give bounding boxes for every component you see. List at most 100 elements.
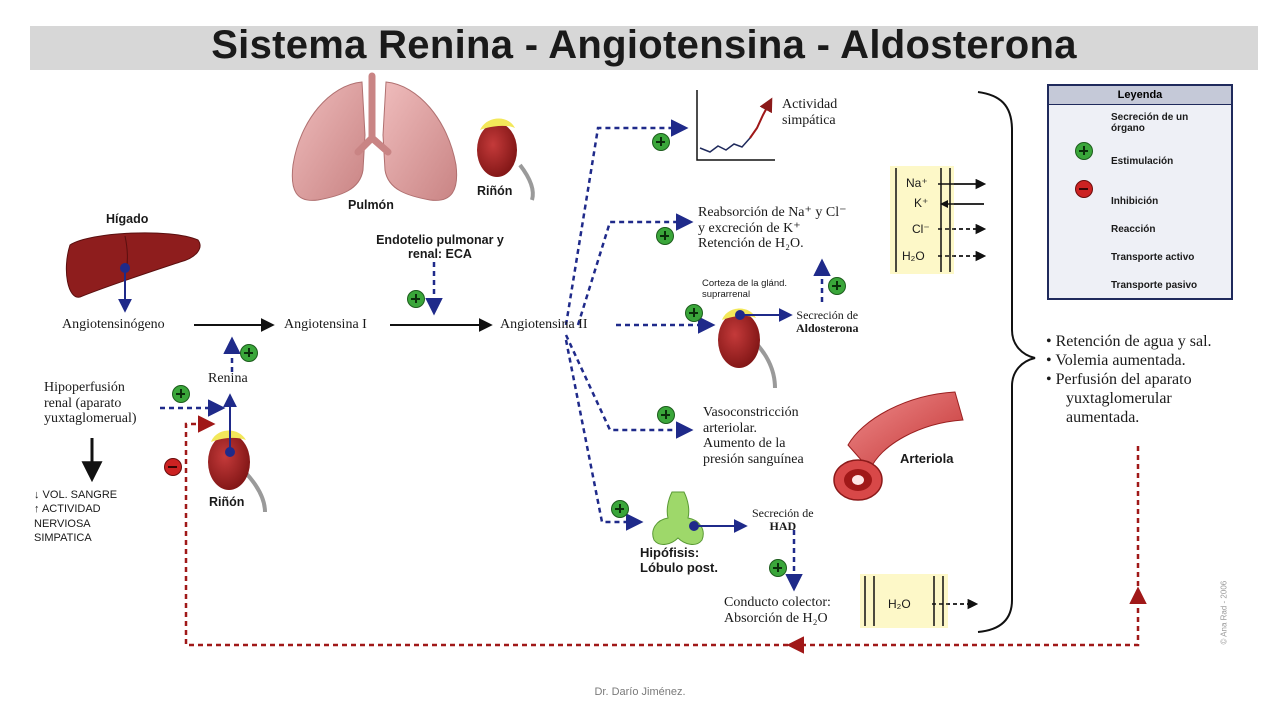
had-line-1: Secreción de	[752, 506, 814, 520]
sympathetic-line-2: simpática	[782, 112, 836, 128]
adrenal-cortex-line-1: Corteza de la glánd.	[702, 278, 788, 289]
aldosterone-secretion-label: Secreción de Aldosterona	[796, 308, 859, 336]
effect-item-continued: yuxtaglomerular	[1046, 390, 1212, 409]
liver-icon	[65, 232, 201, 298]
inhibition-icon	[164, 458, 182, 476]
blood-volume-note: ↓ VOL. SANGRE ↑ ACTIVIDAD NERVIOSA SIMPA…	[34, 488, 117, 545]
collecting-duct-label: Conducto colector: Absorción de H₂O	[724, 595, 831, 626]
stimulation-icon	[652, 133, 670, 151]
adrenal-cortex-label: Corteza de la glánd. suprarrenal	[702, 278, 788, 300]
title-bar: Sistema Renina - Angiotensina - Aldoster…	[30, 23, 1258, 70]
angiotensinogen-label: Angiotensinógeno	[62, 317, 165, 332]
ion-k: K⁺	[914, 196, 929, 210]
endothelium-line-1: Endotelio pulmonar y	[376, 233, 504, 247]
legend-box: Leyenda Secreción de un órgano Estimulac…	[1047, 84, 1233, 300]
footer-author: Dr. Darío Jiménez.	[594, 686, 686, 698]
ion-na: Na⁺	[906, 176, 928, 190]
angiotensin-1-label: Angiotensina I	[284, 317, 367, 332]
stimulation-icon	[407, 290, 425, 308]
sympathetic-chart-icon	[696, 90, 775, 161]
legend-item-active-transport: Transporte activo	[1111, 252, 1195, 263]
ion-h2o: H₂O	[902, 249, 925, 263]
angiotensin-2-label: Angiotensina II	[500, 317, 588, 332]
ion-cl: Cl⁻	[912, 222, 930, 236]
legend-title: Leyenda	[1049, 86, 1231, 105]
effect-item: • Volemia aumentada.	[1046, 351, 1186, 369]
pituitary-line-1: Hipófisis:	[640, 545, 700, 560]
effect-item: • Perfusión del aparato	[1046, 370, 1192, 388]
adrenal-cortex-line-2: suprarrenal	[702, 288, 751, 300]
endothelium-line-2: renal: ECA	[408, 247, 472, 261]
stimulation-icon	[240, 344, 258, 362]
kidney-top-icon	[477, 118, 535, 201]
hypoperfusion-line-1: Hipoperfusión	[44, 380, 125, 395]
renin-label: Renina	[208, 371, 248, 386]
aldosterone-line-2: Aldosterona	[796, 321, 859, 336]
lung-label: Pulmón	[348, 198, 394, 212]
copyright: © Ana Rad - 2006	[1214, 520, 1234, 650]
effect-item-text: Perfusión del aparato	[1055, 370, 1192, 388]
effect-item-text: yuxtaglomerular	[1066, 389, 1172, 407]
effect-item-continued: aumentada.	[1046, 409, 1212, 428]
pituitary-icon	[652, 491, 704, 545]
legend-item-inhibition: Inhibición	[1111, 196, 1159, 207]
vasoconstriction-label: Vasoconstricción arteriolar. Aumento de …	[703, 405, 804, 468]
arteriole-icon	[833, 391, 964, 501]
effects-brace	[977, 91, 1036, 633]
legend-inhibition-icon	[1075, 180, 1093, 198]
blood-volume-line-3: NERVIOSA	[34, 517, 91, 530]
stimulation-icon	[769, 559, 787, 577]
blood-volume-line-4: SIMPATICA	[34, 531, 92, 544]
hypoperfusion-line-2: renal (aparato	[44, 395, 122, 411]
reabsorption-line-1: Reabsorción de Na⁺ y Cl⁻	[698, 205, 847, 220]
kidney-bottom-label: Riñón	[209, 495, 245, 509]
effect-item-text: Retención de agua y sal.	[1055, 333, 1212, 350]
vasoconstriction-line-1: Vasoconstricción	[703, 405, 799, 420]
effects-list: • Retención de agua y sal. • Volemia aum…	[1046, 333, 1212, 427]
legend-item-stimulation: Estimulación	[1111, 156, 1174, 167]
effect-item: • Retención de agua y sal.	[1046, 333, 1212, 350]
liver-label: Hígado	[106, 212, 149, 226]
vasoconstriction-line-3: Aumento de la	[703, 436, 786, 452]
sympathetic-activity-label: Actividad simpática	[782, 97, 837, 128]
stimulation-icon	[685, 304, 703, 322]
vasoconstriction-line-2: arteriolar.	[703, 420, 758, 436]
pituitary-label: Hipófisis: Lóbulo post.	[640, 545, 718, 575]
lungs-icon	[291, 72, 458, 201]
h2o-box-label: H₂O	[888, 597, 911, 611]
collecting-duct-line-1: Conducto colector:	[724, 595, 831, 610]
stimulation-icon	[611, 500, 629, 518]
blood-volume-line-2: ↑ ACTIVIDAD	[34, 503, 101, 516]
collecting-duct-line-2: Absorción de H₂O	[724, 610, 828, 626]
sympathetic-line-1: Actividad	[782, 97, 838, 112]
stimulation-icon	[656, 227, 674, 245]
legend-item-secretion: Secreción de un órgano	[1111, 112, 1189, 134]
legend-item-passive-transport: Transporte pasivo	[1111, 280, 1198, 291]
legend-stimulation-icon	[1075, 142, 1093, 160]
kidney-adrenal-icon	[718, 308, 777, 389]
legend-item-reaction: Reacción	[1111, 224, 1156, 235]
stimulation-icon	[172, 385, 190, 403]
vasoconstriction-line-4: presión sanguínea	[703, 452, 804, 468]
arteriole-label: Arteriola	[900, 451, 954, 466]
had-secretion-label: Secreción de HAD	[752, 506, 814, 534]
stimulation-icon	[828, 277, 846, 295]
page-title: Sistema Renina - Angiotensina - Aldoster…	[211, 23, 1077, 67]
kidney-top-label: Riñón	[477, 184, 513, 198]
pituitary-line-2: Lóbulo post.	[640, 559, 718, 575]
effect-item-text: aumentada.	[1066, 408, 1140, 426]
reabsorption-label: Reabsorción de Na⁺ y Cl⁻ y excreción de …	[698, 205, 847, 252]
effect-item-text: Volemia aumentada.	[1055, 351, 1186, 369]
blood-volume-line-1: ↓ VOL. SANGRE	[34, 489, 118, 501]
copyright-text: © Ana Rad - 2006	[1219, 580, 1229, 645]
kidney-bottom-icon	[208, 430, 267, 513]
reabsorption-line-2: y excreción de K⁺	[698, 220, 801, 236]
stimulation-icon	[657, 406, 675, 424]
reabsorption-line-3: Retención de H₂O.	[698, 236, 804, 252]
endothelium-label: Endotelio pulmonar y renal: ECA	[360, 233, 520, 261]
hypoperfusion-line-3: yuxtaglomerual)	[44, 411, 137, 427]
had-line-2: HAD	[769, 519, 797, 534]
